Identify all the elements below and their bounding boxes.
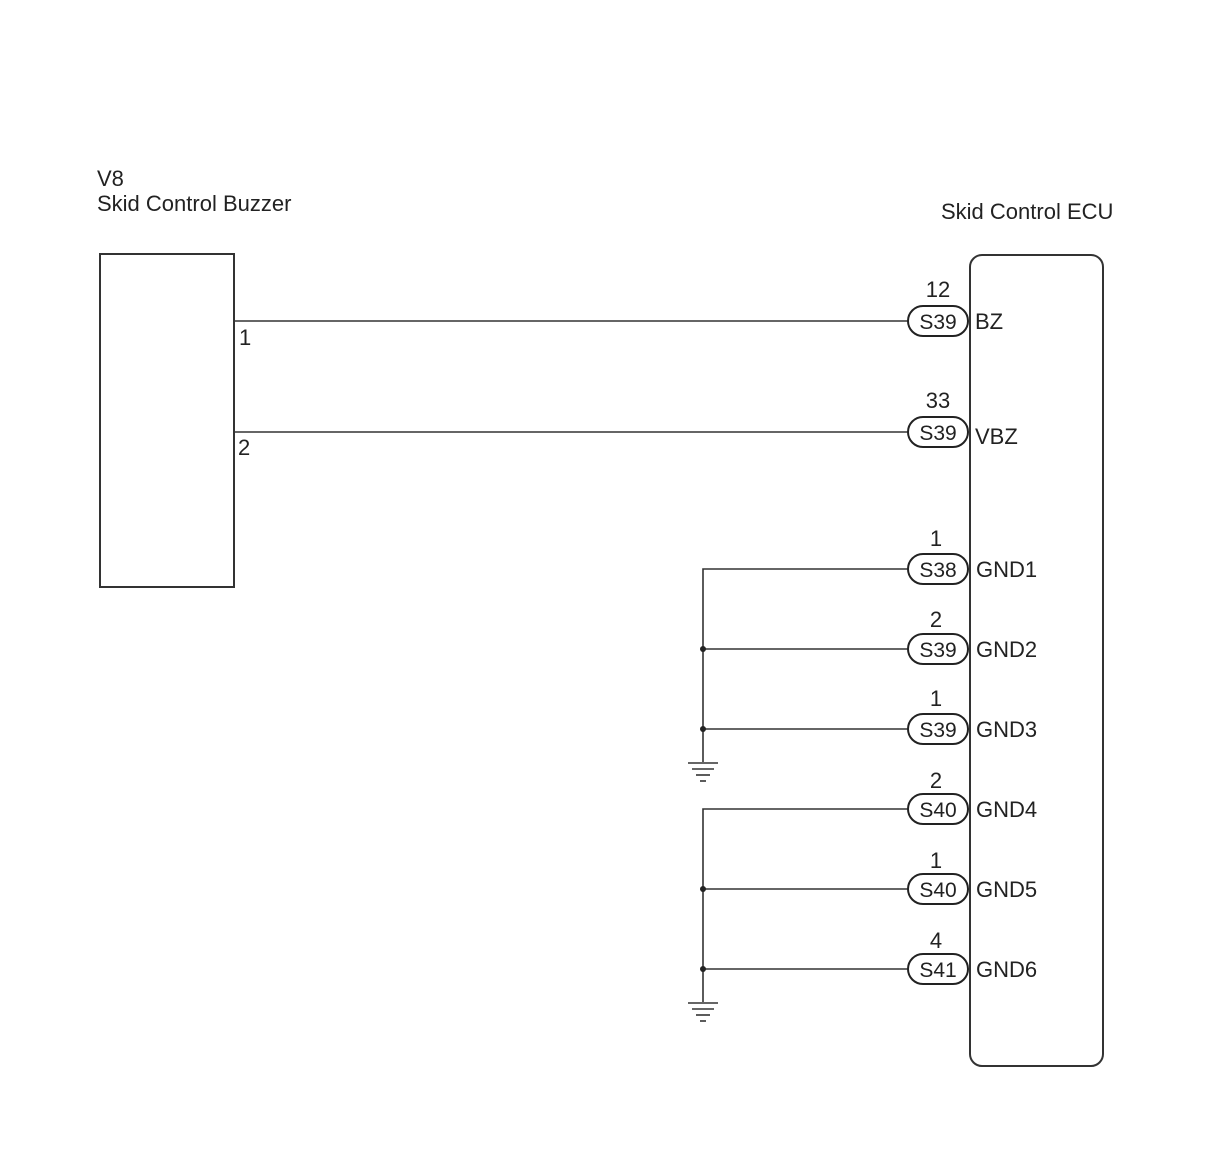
terminal-gnd1: 1 S38 GND1: [907, 526, 1037, 585]
terminal-pin-number: 2: [930, 768, 942, 793]
connector-oval: [907, 305, 969, 337]
signal-name: GND1: [976, 557, 1037, 582]
terminal-pin-number: 2: [930, 607, 942, 632]
junction-dot: [700, 726, 706, 732]
buzzer-component-box: [99, 253, 235, 588]
connector-code: S39: [919, 719, 956, 742]
terminal-pin-number: 1: [930, 686, 942, 711]
terminal-pin-number: 12: [926, 277, 950, 302]
ecu-name: Skid Control ECU: [941, 199, 1113, 224]
terminal-bz: 12 S39 BZ: [907, 277, 1003, 337]
signal-name: GND4: [976, 797, 1037, 822]
terminal-pin-number: 1: [930, 848, 942, 873]
ground-icon: [688, 762, 718, 782]
connector-oval: [907, 873, 969, 905]
connector-oval: [907, 553, 969, 585]
terminal-gnd3: 1 S39 GND3: [907, 686, 1037, 745]
terminal-pin-number: 4: [930, 928, 942, 953]
signal-name: GND5: [976, 877, 1037, 902]
ecu-component-box: [969, 254, 1104, 1067]
connector-oval: [907, 416, 969, 448]
connector-code: S39: [919, 422, 956, 445]
ground-icon: [688, 1002, 718, 1022]
connector-code: S40: [919, 879, 956, 902]
junction-dot: [700, 966, 706, 972]
terminal-vbz: 33 S39 VBZ: [907, 388, 1018, 449]
junction-dot: [700, 886, 706, 892]
connector-code: S41: [919, 959, 956, 982]
terminal-pin-number: 33: [926, 388, 950, 413]
signal-name: VBZ: [975, 424, 1018, 449]
connector-code: S39: [919, 311, 956, 334]
buzzer-name: Skid Control Buzzer: [97, 191, 291, 216]
junction-dot: [700, 646, 706, 652]
buzzer-pin-1: 1: [239, 325, 251, 350]
ground-bus-1: [702, 568, 908, 762]
connector-code: S38: [919, 559, 956, 582]
signal-name: BZ: [975, 309, 1003, 334]
signal-name: GND2: [976, 637, 1037, 662]
connector-oval: [907, 793, 969, 825]
terminal-pin-number: 1: [930, 526, 942, 551]
terminal-gnd6: 4 S41 GND6: [907, 928, 1037, 985]
signal-name: GND6: [976, 957, 1037, 982]
terminal-gnd2: 2 S39 GND2: [907, 607, 1037, 665]
terminal-gnd4: 2 S40 GND4: [907, 768, 1037, 825]
connector-code: S39: [919, 639, 956, 662]
connector-oval: [907, 713, 969, 745]
terminal-gnd5: 1 S40 GND5: [907, 848, 1037, 905]
connector-oval: [907, 633, 969, 665]
connector-code: S40: [919, 799, 956, 822]
buzzer-code: V8: [97, 166, 124, 191]
connector-oval: [907, 953, 969, 985]
ground-bus-2: [702, 808, 908, 1002]
buzzer-pin-2: 2: [238, 435, 250, 460]
signal-name: GND3: [976, 717, 1037, 742]
